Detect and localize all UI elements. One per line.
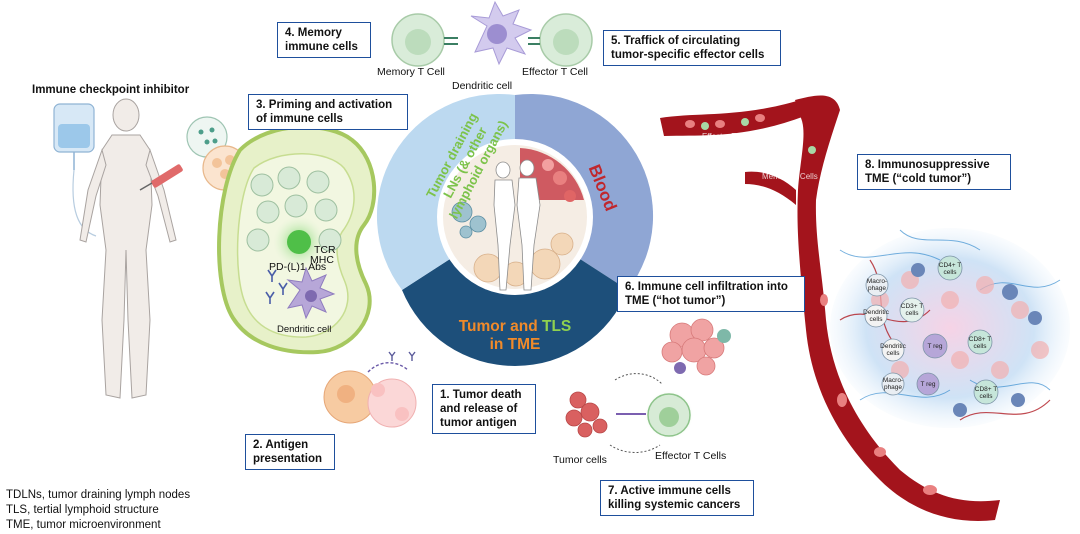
ring-tme-tls: TLS — [541, 318, 572, 335]
tumor-cell-label: Dendritic cells — [880, 343, 906, 357]
tumor-cell-label: CD8+ T cells — [974, 386, 998, 400]
human-figure-icon — [79, 98, 177, 399]
step-3-box: 3. Priming and activation of immune cell… — [248, 94, 408, 130]
tumor-cell-label: Dendritic cells — [863, 309, 889, 323]
ln-dendritic-cell-icon — [286, 266, 336, 320]
tumor-killing-scene — [565, 373, 693, 453]
abbreviation-tme: TME, tumor microenvironment — [6, 519, 161, 531]
mhc-label: MHC — [310, 254, 334, 266]
vessel-effector-label: Effector T Cell — [702, 132, 753, 141]
header-title: Immune checkpoint inhibitor — [32, 84, 190, 96]
pd-abs-label: PD-(L)1 Abs — [269, 261, 327, 273]
dendritic-cell-top-label: Dendritic cell — [452, 80, 513, 92]
ring-tme-part1: Tumor and — [458, 318, 542, 335]
ring-tme-part3: in TME — [489, 336, 541, 353]
step-7-box: 7. Active immune cells killing systemic … — [600, 480, 754, 516]
memory-t-cell-label: Memory T Cell — [377, 66, 445, 78]
central-circle — [376, 93, 654, 367]
step-5-box: 5. Traffick of circulating tumor-specifi… — [603, 30, 781, 66]
tcr-label: TCR — [314, 244, 336, 256]
vessel-memory-label: Memory T Cells — [762, 172, 818, 181]
ln-t-cells — [246, 166, 342, 252]
tumor-cell-label: T reg — [927, 343, 943, 350]
cold-tumor — [830, 228, 1070, 428]
abbreviation-tls: TLS, tertial lymphoid structure — [6, 504, 159, 516]
iv-bag-icon — [53, 103, 97, 237]
hot-tumor-cluster — [661, 318, 731, 376]
effector-t-cell-top-label: Effector T Cell — [522, 66, 588, 78]
step-2-box: 2. Antigen presentation — [245, 434, 335, 470]
tumor-cell-label: CD4+ T cells — [938, 262, 962, 276]
dendritic-cell-ln-label: Dendritic cell — [277, 324, 332, 335]
tumor-cells-label: Tumor cells — [553, 454, 607, 466]
lymph-node-icon — [217, 124, 377, 355]
abbreviation-tdlns: TDLNs, tumor draining lymph nodes — [6, 489, 191, 501]
step-6-box: 6. Immune cell infiltration into TME (“h… — [617, 276, 805, 312]
tumor-cell-label: CD3+ T cells — [900, 303, 924, 317]
step-4-box: 4. Memory immune cells — [277, 22, 371, 58]
antibody-y-icons — [265, 269, 288, 304]
dying-tumor-cells — [323, 351, 417, 428]
effector-t-cells-label: Effector T Cells — [655, 450, 727, 462]
tumor-cell-label: CD8+ T cells — [968, 336, 992, 350]
tumor-cell-label: Macro-phage — [882, 377, 904, 391]
blood-vessel — [660, 95, 1000, 521]
tumor-cell-label: Macro-phage — [866, 278, 888, 292]
tumor-cell-label: T reg — [920, 381, 936, 388]
top-cells — [391, 0, 593, 67]
syringe-icon — [139, 164, 183, 191]
step-8-box: 8. Immunosuppressive TME (“cold tumor”) — [857, 154, 1011, 190]
body-silhouettes-icon — [493, 159, 541, 291]
ring-tme-label: Tumor and TLS in TME — [430, 318, 600, 354]
step-1-box: 1. Tumor death and release of tumor anti… — [432, 384, 536, 434]
